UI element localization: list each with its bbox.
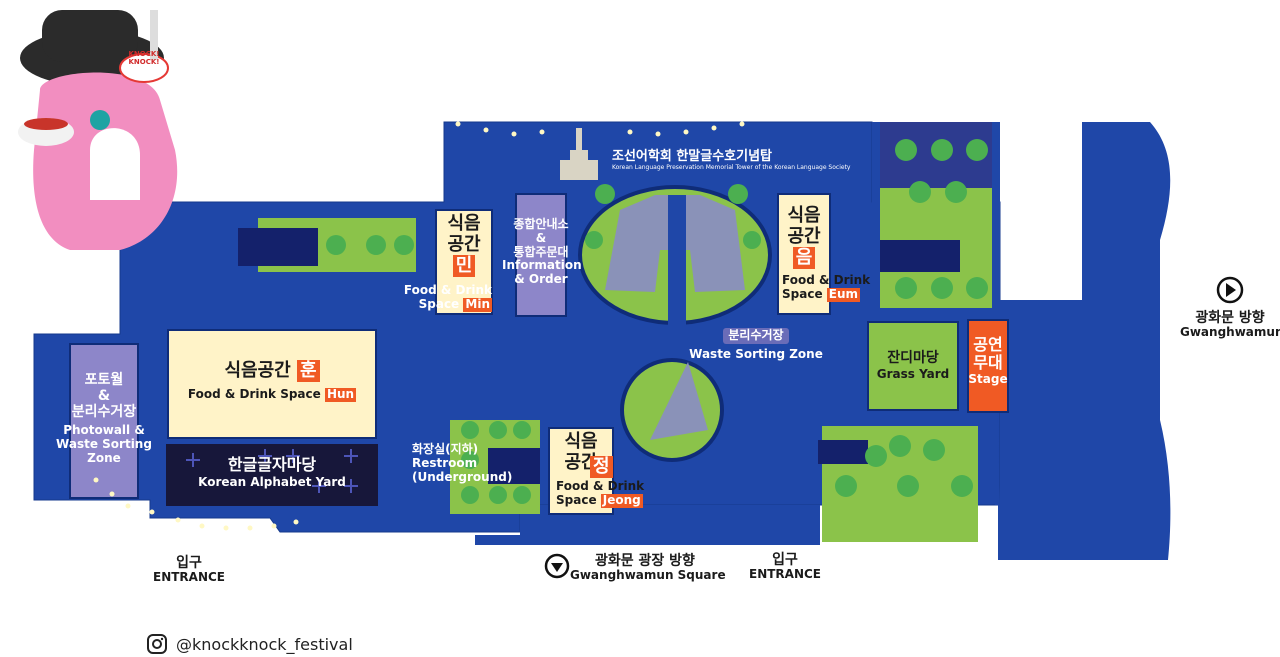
food-hun-label: 식음공간 훈 Food & Drink Space Hun (168, 360, 376, 402)
waste-en: Waste Sorting Zone (689, 346, 823, 361)
stage-ko: 공연 무대 (973, 335, 1003, 373)
direction-square-ko: 광화문 광장 방향 (595, 553, 695, 569)
food-eum-en-tag: Eum (826, 286, 861, 302)
entrance-right: 입구 ENTRANCE (738, 552, 832, 582)
food-jeong-en1: Food & Drink (556, 479, 645, 493)
entrance-left-en: ENTRANCE (153, 570, 225, 585)
direction-gwanghwamun: 광화문 방향 Gwanghwamun (1180, 310, 1280, 340)
food-jeong-tag: 정 (590, 456, 613, 478)
sculpture (650, 362, 708, 440)
direction-gwanghwamun-ko: 광화문 방향 (1195, 310, 1265, 326)
direction-gwanghwamun-en: Gwanghwamun (1180, 325, 1280, 340)
food-jeong-ko: 식음 공간 (564, 431, 598, 473)
food-jeong-en: Food & Drink Space Jeong (556, 479, 645, 508)
mascot-illustration (18, 10, 178, 250)
food-min-en-tag: Min (463, 296, 492, 312)
stairs-south-east (818, 440, 868, 464)
food-hun-tag: 훈 (296, 360, 320, 382)
string-lights (93, 121, 745, 531)
food-eum-en: Food & Drink Space Eum (782, 273, 871, 302)
entrance-left-ko: 입구 (176, 555, 202, 571)
food-min-ko: 식음 공간 (447, 213, 481, 255)
photowall-ko: 포토월 & 분리수거장 (71, 372, 137, 421)
restroom-label: 화장실(지하) Restroom (Underground) (412, 442, 513, 484)
tower-label: 조선어학회 한말글수호기념탑 Korean Language Preservat… (612, 149, 851, 172)
food-hun-ko: 식음공간 (224, 360, 291, 381)
down-arrow-icon (544, 553, 570, 579)
stairs-east (880, 240, 960, 272)
memorial-tower-icon (560, 128, 598, 180)
food-min-en2: Space (418, 296, 460, 311)
food-eum-block (777, 193, 831, 315)
tower-label-en: Korean Language Preservation Memorial To… (612, 163, 851, 171)
direction-square: 광화문 광장 방향 Gwanghwamun Square (570, 553, 726, 583)
food-min-tag: 민 (452, 255, 476, 278)
stairs-restroom (488, 448, 540, 484)
info-en: Information & Order (502, 258, 582, 287)
food-min-label: 식음 공간 민 (438, 213, 490, 278)
site-right-block (998, 122, 1171, 560)
stage-block (967, 319, 1009, 413)
grass-block (867, 321, 959, 411)
restroom-en: Restroom (Underground) (412, 455, 513, 484)
info-label: 종합안내소 & 통합주문대 Information & Order (502, 217, 582, 287)
food-min-en1: Food & Drink (403, 283, 492, 297)
food-eum-ko: 식음 공간 (787, 205, 821, 247)
tower-path (668, 195, 686, 325)
entrance-right-en: ENTRANCE (749, 567, 821, 582)
food-jeong-label: 식음 공간 (550, 431, 612, 473)
photowall-block (69, 343, 139, 499)
food-eum-en1: Food & Drink (782, 273, 871, 287)
entrance-left: 입구 ENTRANCE (142, 555, 236, 585)
alphabet-label: 한글글자마당 Korean Alphabet Yard (166, 455, 378, 490)
grass-en: Grass Yard (876, 367, 950, 382)
trees (326, 139, 988, 504)
food-eum-tag: 음 (792, 247, 816, 270)
alphabet-en: Korean Alphabet Yard (198, 475, 346, 490)
photowall-label: 포토월 & 분리수거장 Photowall & Waste Sorting Zo… (40, 372, 168, 466)
entrance-right-ko: 입구 (772, 552, 798, 568)
direction-square-en: Gwanghwamun Square (570, 568, 726, 583)
site-lower-right (475, 300, 1000, 545)
alphabet-yard-pattern (186, 449, 358, 493)
food-hun-en1: Food & Drink Space (187, 387, 321, 401)
food-jeong-en-tag: Jeong (600, 492, 643, 508)
food-eum-en2: Space (782, 286, 823, 301)
tower-label-ko: 조선어학회 한말글수호기념탑 (612, 149, 773, 164)
food-hun-block (167, 329, 377, 439)
info-block (515, 193, 567, 317)
instagram-icon (147, 634, 167, 654)
social-handle-text[interactable]: @knockknock_festival (176, 634, 353, 654)
alphabet-ko: 한글글자마당 (227, 455, 317, 474)
stairs-top-left (238, 228, 318, 266)
mascot-speech: KNOCK! KNOCK! (128, 50, 160, 67)
grass-ko: 잔디마당 (887, 350, 939, 366)
food-eum-label: 식음 공간 음 (780, 205, 828, 270)
social-handle[interactable]: @knockknock_festival (146, 633, 353, 655)
grass-label: 잔디마당 Grass Yard (868, 350, 958, 382)
food-hun-en-tag: Hun (324, 387, 357, 402)
play-arrow-icon (1216, 276, 1244, 304)
restroom-ko: 화장실(지하) (412, 442, 479, 456)
info-ko: 종합안내소 & 통합주문대 (513, 217, 569, 259)
waste-ko: 분리수거장 (723, 328, 789, 344)
waste-label: 분리수거장 Waste Sorting Zone (676, 325, 836, 362)
food-jeong-en2: Space (556, 492, 597, 507)
food-min-en: Food & Drink Space Min (400, 283, 492, 312)
photowall-en: Photowall & Waste Sorting Zone (56, 423, 152, 465)
alphabet-block (166, 444, 378, 506)
stage-en: Stage (968, 371, 1008, 386)
stage-label: 공연 무대 Stage (968, 335, 1008, 387)
